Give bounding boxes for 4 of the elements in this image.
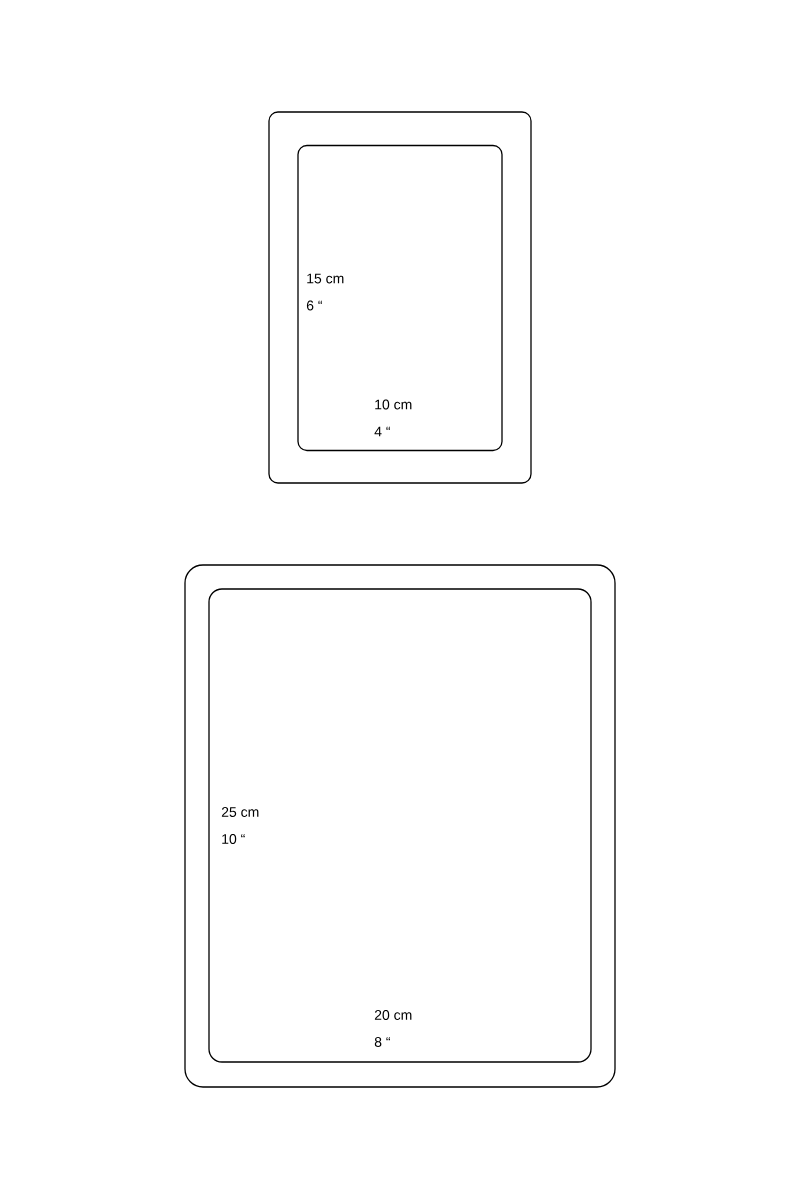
frame-border: [184, 564, 616, 1088]
mat-opening: 15 cm 6 “ 10 cm 4 “: [297, 144, 503, 452]
mat-opening: 25 cm 10 “ 20 cm 8 “: [208, 588, 592, 1063]
frame-border: [268, 111, 532, 484]
